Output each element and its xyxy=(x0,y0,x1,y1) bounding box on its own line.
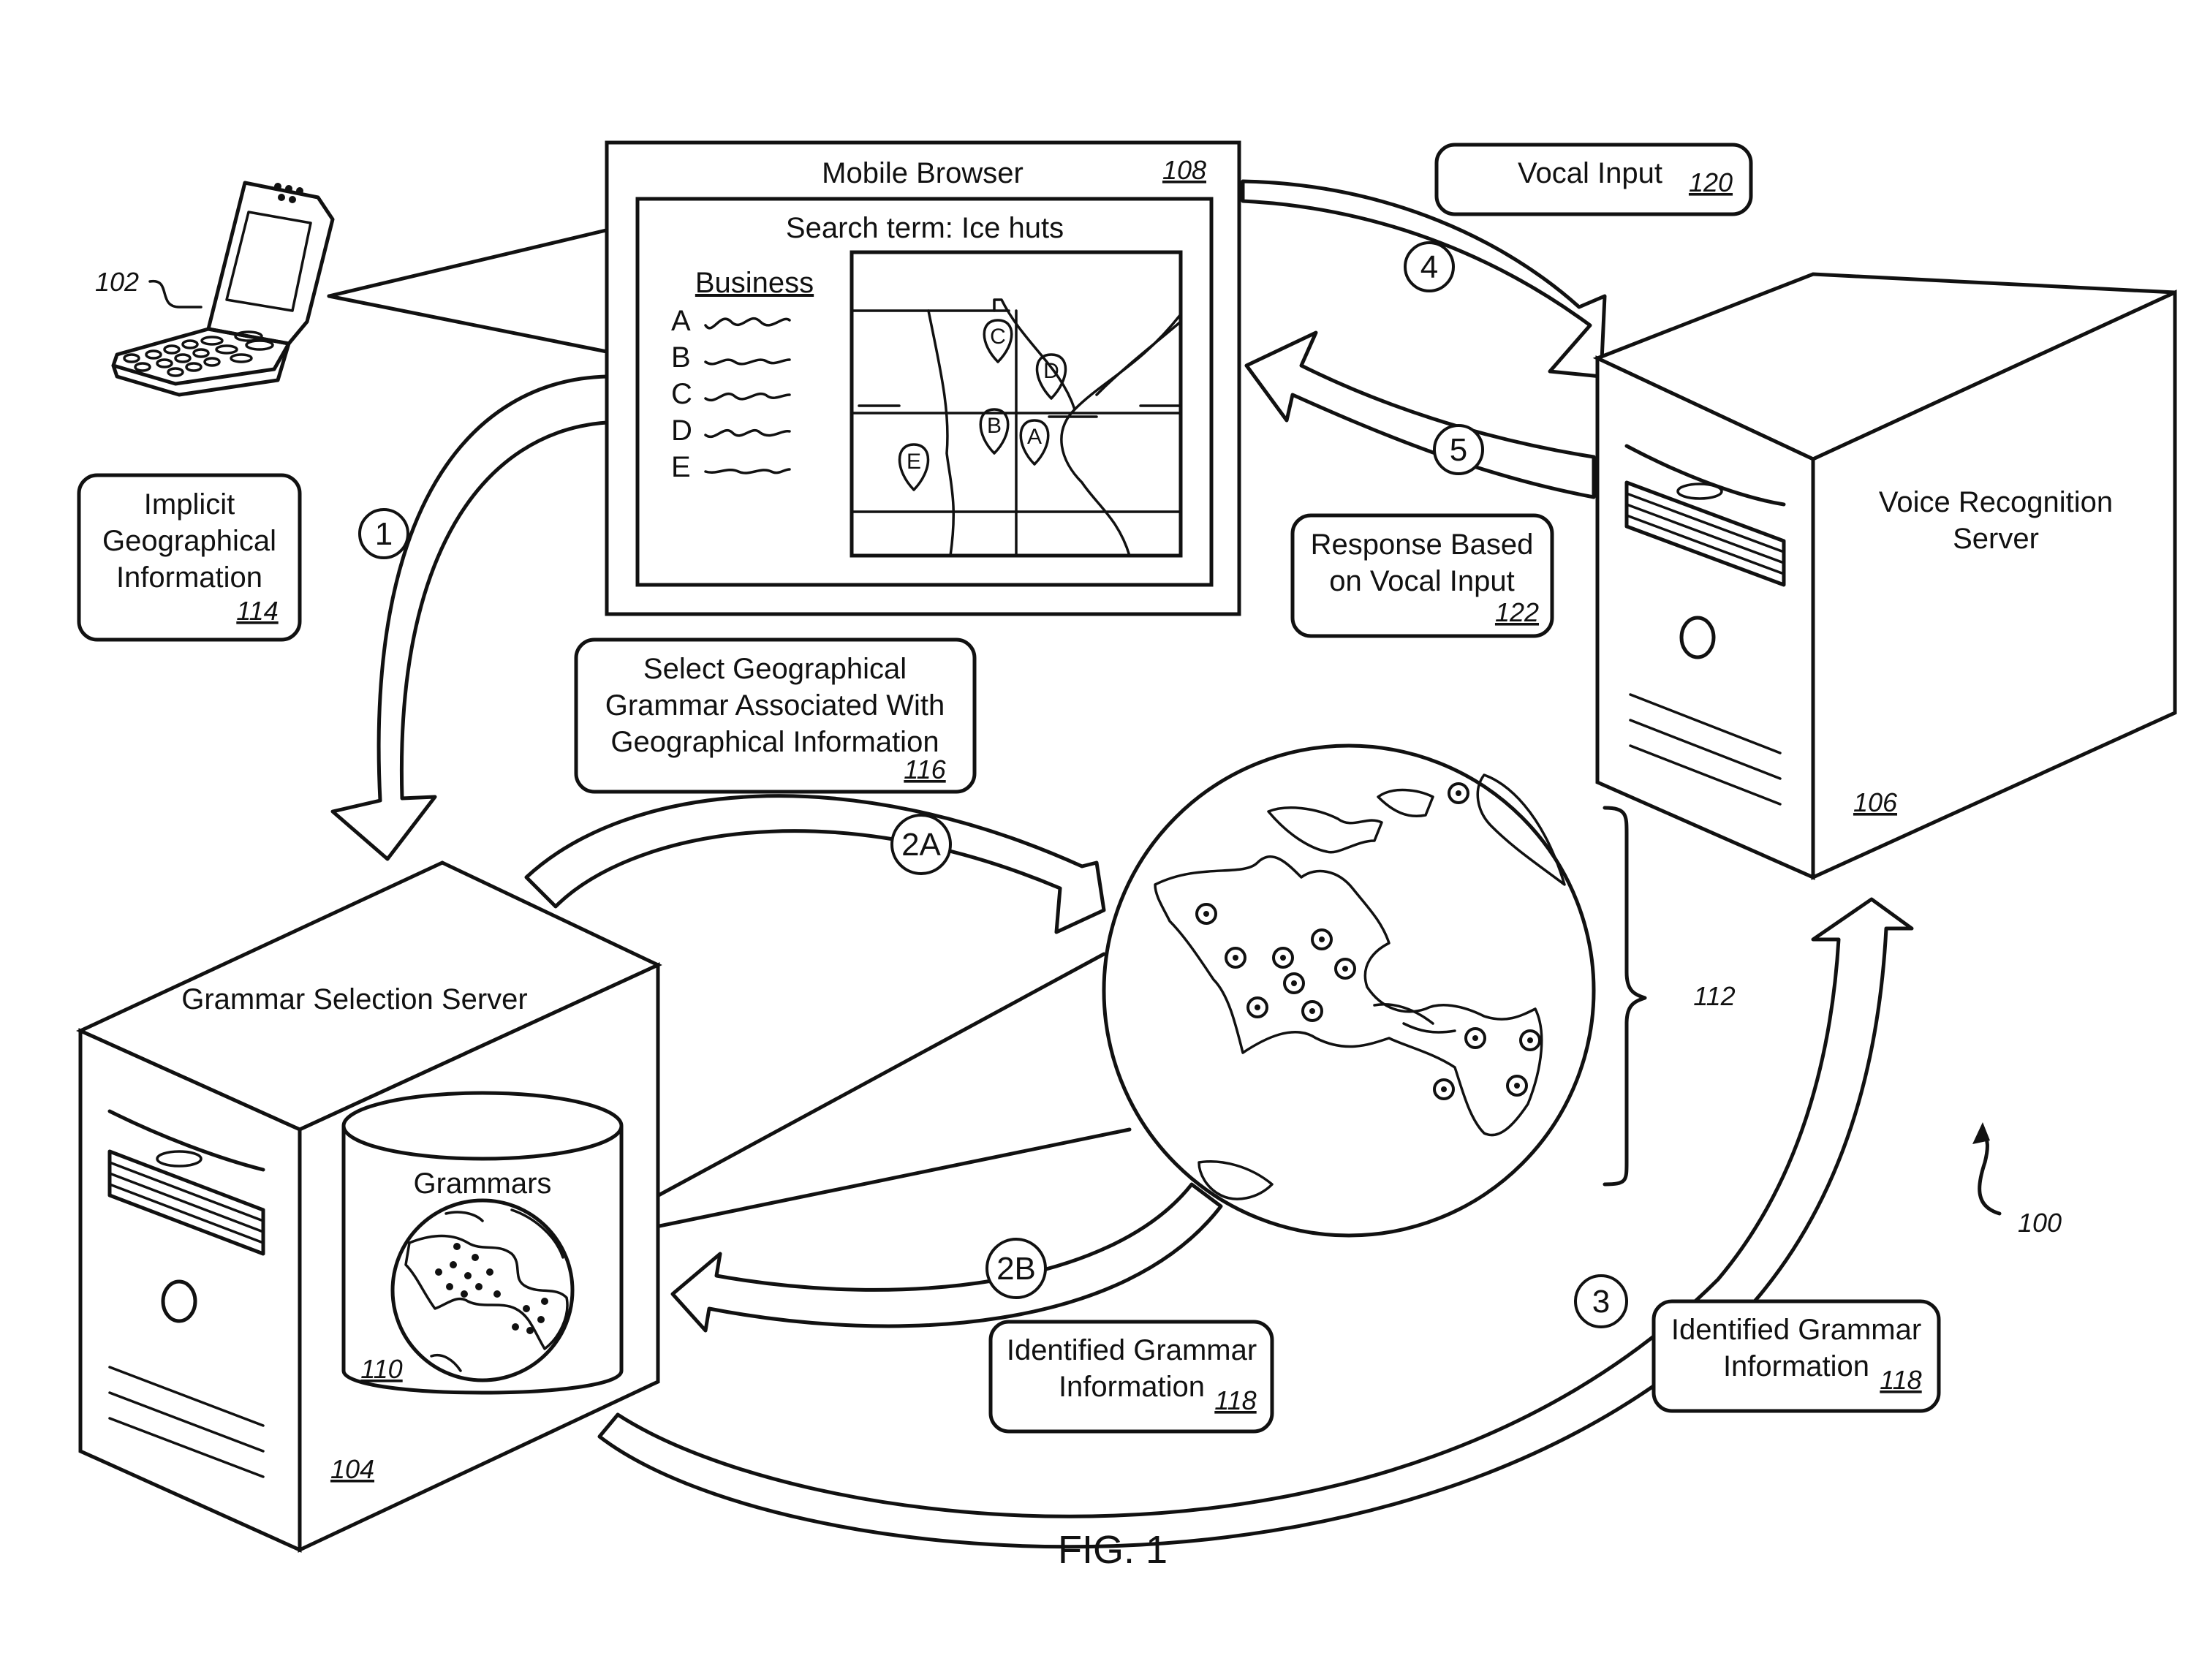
business-item-a: A xyxy=(671,305,691,337)
svg-text:1: 1 xyxy=(375,516,393,552)
svg-text:A: A xyxy=(1027,425,1042,449)
voice-server-ref: 106 xyxy=(1853,787,1898,817)
device-ref: 102 xyxy=(95,267,139,297)
svg-text:Identified Grammar: Identified Grammar xyxy=(1671,1314,1921,1346)
svg-text:Information: Information xyxy=(1059,1371,1205,1403)
svg-text:120: 120 xyxy=(1689,167,1733,197)
svg-text:Information: Information xyxy=(116,561,262,594)
svg-text:E: E xyxy=(907,450,921,474)
vocal-input-label-box: Vocal Input 120 xyxy=(1437,145,1751,214)
svg-text:Grammar Associated With: Grammar Associated With xyxy=(605,689,945,722)
svg-text:2A: 2A xyxy=(901,827,941,863)
grammars-label: Grammars xyxy=(414,1168,552,1200)
business-item-b: B xyxy=(671,341,691,374)
voice-server-label-line2: Server xyxy=(1953,523,2039,555)
svg-text:Geographical: Geographical xyxy=(102,525,276,557)
arrow-step-2a xyxy=(526,796,1104,932)
system-ref-arrow xyxy=(1980,1130,1999,1214)
arrow-step-1 xyxy=(333,377,607,859)
svg-text:Geographical Information: Geographical Information xyxy=(610,726,939,758)
system-ref: 100 xyxy=(2018,1208,2062,1238)
mobile-browser-title: Mobile Browser xyxy=(822,157,1024,189)
system-ref-arrowhead xyxy=(1972,1122,1990,1144)
step-circle-2a: 2A xyxy=(892,815,950,874)
identified-grammar-box-2b: Identified Grammar Information 118 xyxy=(991,1322,1272,1431)
svg-text:Vocal Input: Vocal Input xyxy=(1518,157,1662,189)
grammars-database-icon xyxy=(344,1093,621,1393)
svg-text:Identified Grammar: Identified Grammar xyxy=(1007,1334,1257,1366)
svg-text:B: B xyxy=(987,414,1002,438)
svg-text:4: 4 xyxy=(1420,249,1438,285)
globe-icon xyxy=(1104,746,1594,1236)
globe-brace xyxy=(1605,808,1645,1184)
svg-text:C: C xyxy=(990,325,1006,349)
grammars-ref: 110 xyxy=(360,1354,402,1384)
callout-line-top xyxy=(329,227,621,296)
svg-text:116: 116 xyxy=(904,754,946,784)
svg-text:on Vocal Input: on Vocal Input xyxy=(1329,565,1515,597)
svg-text:3: 3 xyxy=(1592,1284,1610,1320)
business-item-c: C xyxy=(671,378,692,410)
svg-text:Select Geographical: Select Geographical xyxy=(643,653,907,685)
implicit-geo-info-box: Implicit Geographical Information 114 xyxy=(79,475,300,640)
svg-text:Information: Information xyxy=(1723,1350,1869,1382)
browser-map: C D B A E xyxy=(852,252,1181,556)
step-circle-5: 5 xyxy=(1434,425,1483,474)
svg-text:114: 114 xyxy=(236,596,278,626)
search-term-label: Search term: Ice huts xyxy=(786,212,1064,244)
callout-line-bottom xyxy=(329,296,621,355)
business-item-e: E xyxy=(671,451,691,483)
globe-ref: 112 xyxy=(1693,981,1735,1011)
step-circle-2b: 2B xyxy=(987,1239,1045,1298)
svg-text:122: 122 xyxy=(1495,597,1539,627)
svg-text:Implicit: Implicit xyxy=(144,488,235,521)
globe-callout-line-bottom xyxy=(578,1130,1130,1243)
response-box: Response Based on Vocal Input 122 xyxy=(1293,515,1552,636)
step-circle-1: 1 xyxy=(360,510,408,558)
svg-text:D: D xyxy=(1043,359,1059,383)
device-ref-leader xyxy=(150,281,201,307)
step-circle-3: 3 xyxy=(1575,1276,1627,1327)
business-list-heading: Business xyxy=(695,267,814,299)
business-item-d: D xyxy=(671,415,692,447)
svg-text:118: 118 xyxy=(1214,1385,1256,1415)
figure-label: FIG. 1 xyxy=(1058,1528,1168,1572)
flip-phone-icon xyxy=(113,183,333,395)
svg-text:118: 118 xyxy=(1880,1365,1921,1395)
svg-text:5: 5 xyxy=(1450,432,1467,468)
grammar-server-ref: 104 xyxy=(330,1454,374,1484)
step-circle-4: 4 xyxy=(1405,243,1453,291)
grammar-server-label: Grammar Selection Server xyxy=(181,983,527,1015)
select-grammar-box: Select Geographical Grammar Associated W… xyxy=(576,640,975,792)
arrow-step-5 xyxy=(1246,333,1594,497)
voice-server-label-line1: Voice Recognition xyxy=(1879,486,2113,518)
identified-grammar-box-3: Identified Grammar Information 118 xyxy=(1654,1301,1939,1411)
mobile-browser-ref: 108 xyxy=(1162,155,1206,185)
svg-text:Response Based: Response Based xyxy=(1311,529,1534,561)
svg-text:2B: 2B xyxy=(996,1251,1036,1287)
